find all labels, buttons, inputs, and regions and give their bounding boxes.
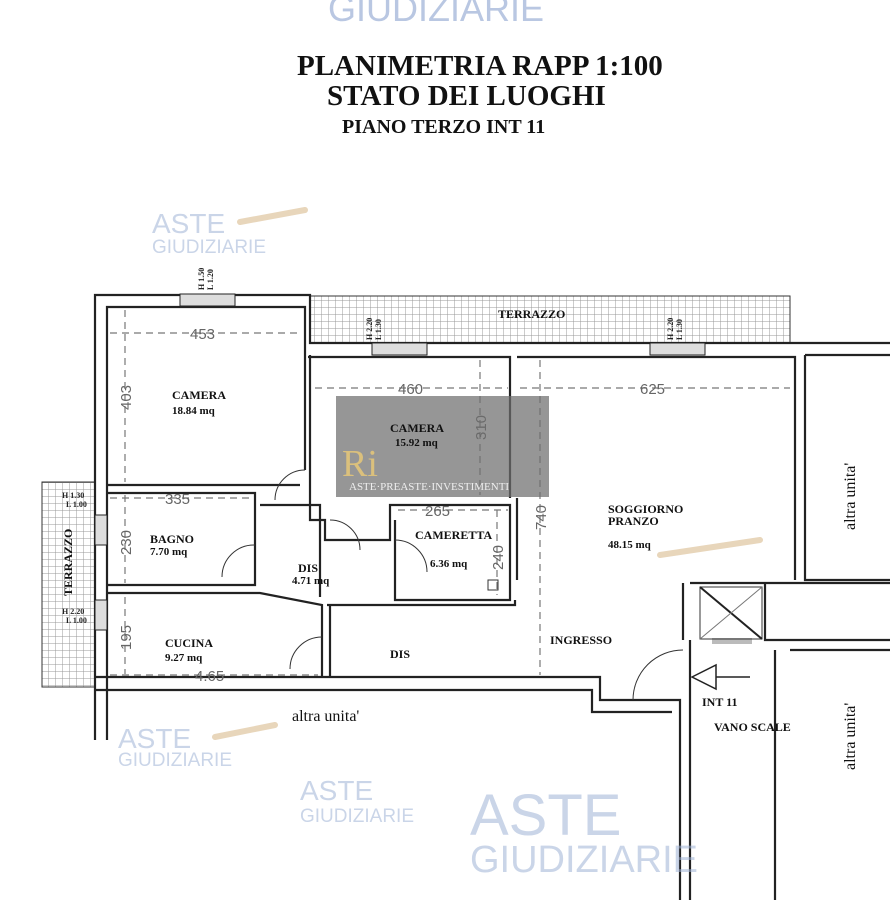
windows <box>94 293 752 644</box>
dim-cucina-depth: 195 <box>118 625 135 650</box>
elevator-shaft <box>699 586 763 640</box>
svg-text:H 2.20: H 2.20 <box>666 318 675 340</box>
dim-soggiorno-width: 625 <box>640 381 665 398</box>
dim-bagno-depth: 230 <box>118 530 135 555</box>
dim-camera2-width: 460 <box>398 381 423 398</box>
terrace-top-label: TERRAZZO <box>498 307 565 321</box>
dim-bagno-width: 335 <box>165 491 190 508</box>
svg-text:GIUDIZIARIE: GIUDIZIARIE <box>300 806 414 827</box>
altra-unita-right1: altra unita' <box>842 463 859 530</box>
room-camera1-area: 18.84 mq <box>172 405 216 417</box>
room-bagno: BAGNO <box>150 532 194 546</box>
room-soggiorno: SOGGIORNO <box>608 502 683 516</box>
room-cucina: CUCINA <box>165 636 213 650</box>
door-swings <box>221 469 684 701</box>
terrace-left <box>41 481 96 688</box>
dim-soggiorno-depth: 740 <box>533 505 550 530</box>
stairwell-label: VANO SCALE <box>714 720 791 734</box>
svg-text:GIUDIZIARIE: GIUDIZIARIE <box>118 750 232 771</box>
dim-camera1-depth: 403 <box>118 385 135 410</box>
room-ingresso: INGRESSO <box>550 633 612 647</box>
room-camera2-area: 15.92 mq <box>395 437 439 449</box>
dim-cameretta-depth: 240 <box>490 545 507 570</box>
room-bagno-area: 7.70 mq <box>150 546 188 558</box>
plan-subtitle: STATO DEI LUOGHI <box>327 80 606 112</box>
svg-text:L 1.00: L 1.00 <box>66 500 87 509</box>
svg-text:L 1.20: L 1.20 <box>206 269 215 290</box>
altra-unita-bottom: altra unita' <box>292 708 359 725</box>
svg-text:L 1.00: L 1.00 <box>66 616 87 625</box>
room-dis2: DIS <box>390 647 410 661</box>
svg-text:ASTE: ASTE <box>300 775 373 806</box>
shaft-square <box>487 579 499 591</box>
svg-text:ASTE·PREASTE·INVESTIMENTI: ASTE·PREASTE·INVESTIMENTI <box>349 481 509 493</box>
entrance-label: INT 11 <box>702 695 737 709</box>
svg-text:GIUDIZIARIE: GIUDIZIARIE <box>152 237 266 258</box>
plan-title: PLANIMETRIA RAPP 1:100 <box>297 50 663 82</box>
walls <box>93 293 890 900</box>
room-dis1: DIS <box>298 561 318 575</box>
dim-cameretta-width: 265 <box>425 503 450 520</box>
svg-text:H 2.20: H 2.20 <box>62 607 84 616</box>
logo-watermark: Ri ASTE·PREASTE·INVESTIMENTI CAMERA 15.9… <box>336 396 549 497</box>
svg-text:H 1.30: H 1.30 <box>62 491 84 500</box>
room-camera2: CAMERA <box>390 421 444 435</box>
svg-text:ASTE: ASTE <box>470 783 622 848</box>
room-dis1-area: 4.71 mq <box>292 575 330 587</box>
room-cameretta-area: 6.36 mq <box>430 558 468 570</box>
room-camera1: CAMERA <box>172 388 226 402</box>
room-cameretta: CAMERETTA <box>415 528 492 542</box>
window-annotations: H 1.50 L 1.20 H 2.20 L 1.30 H 2.20 L 1.3… <box>62 268 684 625</box>
svg-text:ASTE: ASTE <box>118 723 191 754</box>
dimension-lines <box>110 310 790 676</box>
svg-text:ASTE: ASTE <box>152 208 225 239</box>
watermarks: ASTE GIUDIZIARIE ASTE GIUDIZIARIE ASTE G… <box>118 207 763 881</box>
terrace-left-label: TERRAZZO <box>61 529 75 596</box>
dim-camera1-width: 453 <box>190 326 215 343</box>
svg-text:H 1.50: H 1.50 <box>197 268 206 290</box>
svg-text:Ri: Ri <box>342 443 378 485</box>
svg-text:L 1.30: L 1.30 <box>374 319 383 340</box>
dim-cucina-width: 4.65 <box>195 668 224 685</box>
entrance-arrow-icon <box>690 663 750 691</box>
svg-text:L 1.30: L 1.30 <box>675 319 684 340</box>
watermark-top: GIUDIZIARIE <box>328 0 545 29</box>
svg-text:GIUDIZIARIE: GIUDIZIARIE <box>470 839 698 881</box>
floor-label: PIANO TERZO INT 11 <box>342 116 546 138</box>
room-soggiorno-area: 48.15 mq <box>608 539 652 551</box>
room-pranzo: PRANZO <box>608 514 659 528</box>
svg-text:H 2.20: H 2.20 <box>365 318 374 340</box>
altra-unita-right2: altra unita' <box>842 703 859 770</box>
room-cucina-area: 9.27 mq <box>165 652 203 664</box>
